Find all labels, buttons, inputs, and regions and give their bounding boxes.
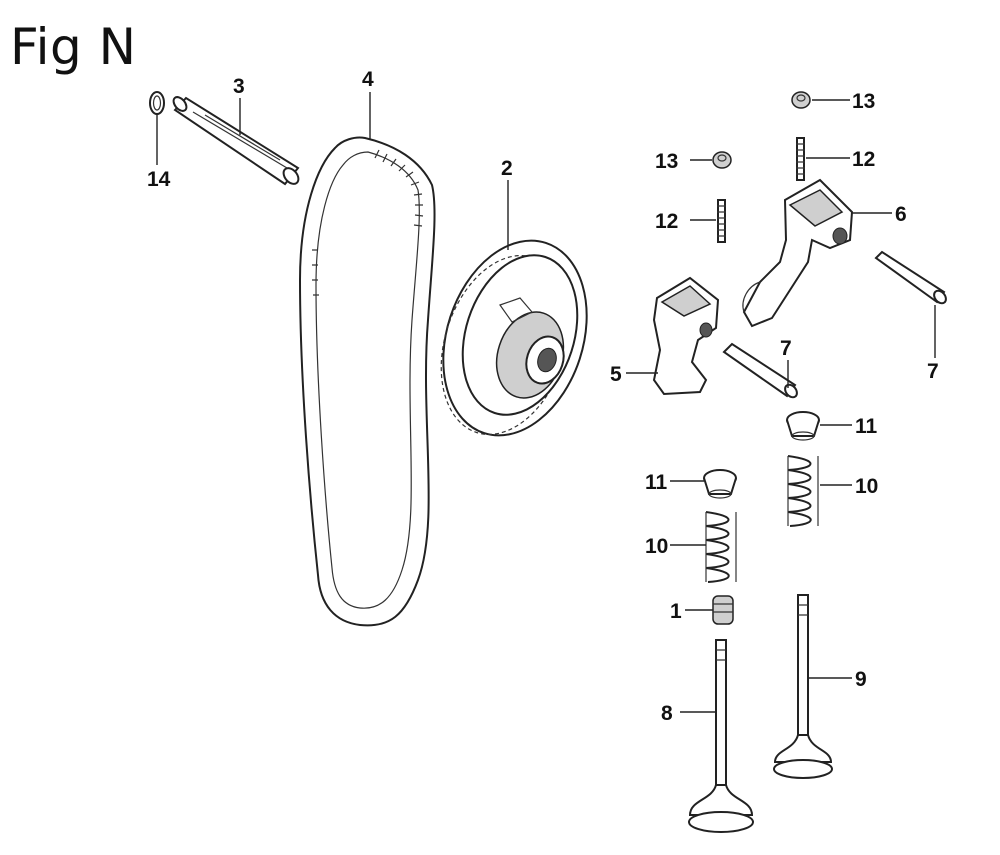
callout-2: 2 xyxy=(501,157,513,180)
callout-5: 5 xyxy=(610,363,622,386)
adjusting-screw-part-a[interactable] xyxy=(717,199,726,243)
figure-title: Fig N xyxy=(10,18,137,76)
leader-lines xyxy=(156,92,936,713)
timing-belt-part[interactable] xyxy=(298,136,436,627)
callout-7-right: 7 xyxy=(927,360,939,383)
valve-spring-part-a[interactable] xyxy=(787,455,819,527)
shaft-part[interactable] xyxy=(171,95,301,187)
spring-retainer-part-b[interactable] xyxy=(703,469,737,499)
callout-4: 4 xyxy=(362,68,374,91)
rocker-shaft-part-b[interactable] xyxy=(874,250,948,306)
callout-3: 3 xyxy=(233,75,245,98)
callout-1: 1 xyxy=(670,600,682,623)
spring-retainer-part-a[interactable] xyxy=(786,411,820,441)
callout-11-right: 11 xyxy=(855,415,878,438)
rocker-arm-part-upper[interactable] xyxy=(742,178,854,328)
callout-13-right: 13 xyxy=(852,90,875,113)
exhaust-valve-part[interactable] xyxy=(773,594,833,779)
callout-10-left: 10 xyxy=(645,535,668,558)
callout-8: 8 xyxy=(661,702,673,725)
valve-stem-seal-part[interactable] xyxy=(712,595,734,625)
callout-9: 9 xyxy=(855,668,867,691)
callout-12-right: 12 xyxy=(852,148,875,171)
nut-part-a[interactable] xyxy=(712,151,732,169)
callout-10-right: 10 xyxy=(855,475,878,498)
callout-13-left: 13 xyxy=(655,150,678,173)
adjusting-screw-part-b[interactable] xyxy=(796,137,805,181)
intake-valve-part[interactable] xyxy=(688,639,754,833)
callout-11-left: 11 xyxy=(645,471,668,494)
rocker-arm-part-lower[interactable] xyxy=(652,276,720,396)
callout-6: 6 xyxy=(895,203,907,226)
callout-7-left: 7 xyxy=(780,337,792,360)
callout-12-left: 12 xyxy=(655,210,678,233)
o-ring-part[interactable] xyxy=(149,91,165,115)
callout-14: 14 xyxy=(147,168,171,191)
valve-spring-part-b[interactable] xyxy=(705,511,737,583)
camshaft-pulley-part[interactable] xyxy=(419,222,610,454)
nut-part-b[interactable] xyxy=(791,91,811,109)
